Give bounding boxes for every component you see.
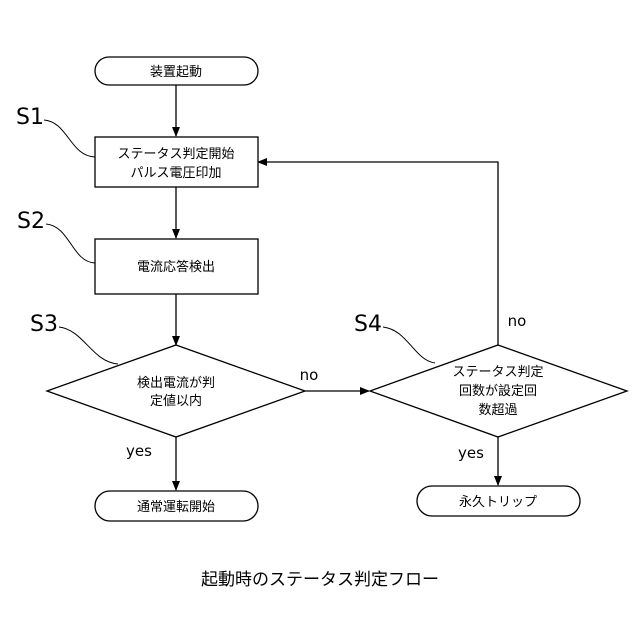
- s3-label-line1: 検出電流が判: [137, 376, 215, 391]
- step-label-s1: S1: [16, 105, 44, 130]
- s3-no-label: no: [300, 366, 319, 384]
- s4-label-line1: ステータス判定: [452, 365, 543, 380]
- s1-callout-line: [44, 120, 95, 157]
- permanent-trip-label: 永久トリップ: [459, 495, 537, 510]
- figure-caption: 起動時のステータス判定フロー: [201, 570, 439, 590]
- s1-label-line1: ステータス判定開始: [117, 147, 234, 162]
- step-label-s4: S4: [354, 312, 382, 337]
- s4-yes-label: yes: [458, 444, 484, 462]
- s2-callout-line: [46, 224, 95, 263]
- s3-yes-label: yes: [126, 442, 152, 460]
- s4-label-line3: 数超過: [478, 403, 517, 418]
- s4-callout-line: [383, 327, 435, 363]
- s4-label-line2: 回数が設定回: [459, 383, 537, 399]
- normal-operation-label: 通常運転開始: [137, 500, 215, 515]
- s2-label: 電流応答検出: [137, 259, 215, 275]
- s3-callout-line: [59, 327, 118, 364]
- s3-label-line2: 定値以内: [150, 393, 202, 409]
- s3-decision-diamond: [47, 345, 305, 437]
- step-label-s3: S3: [30, 312, 58, 337]
- start-label: 装置起動: [150, 65, 202, 80]
- s1-label-line2: パルス電圧印加: [130, 166, 221, 181]
- s4-no-label: no: [508, 312, 527, 330]
- step-label-s2: S2: [17, 209, 45, 234]
